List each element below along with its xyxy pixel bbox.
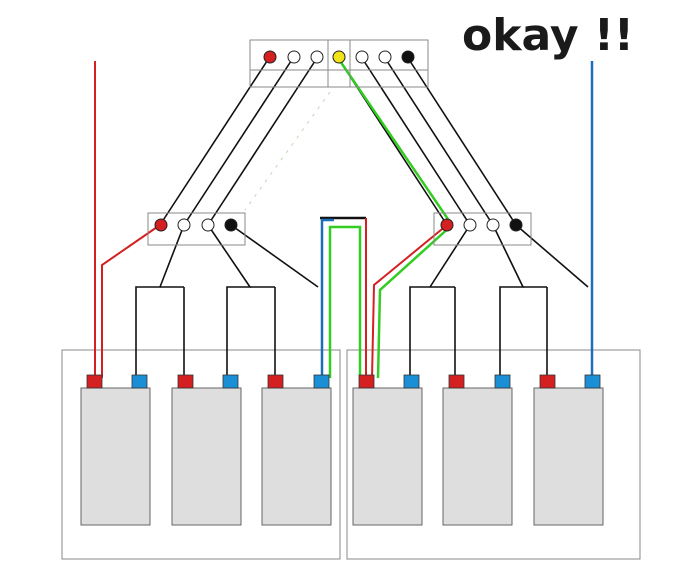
terminal-red <box>539 374 556 389</box>
battery-cell <box>80 387 151 526</box>
blue-wire <box>320 218 334 378</box>
black-wire <box>183 57 294 226</box>
terminal-blue <box>222 374 239 389</box>
terminal-blue <box>494 374 511 389</box>
black-wires <box>135 57 589 378</box>
black-wire <box>159 57 270 226</box>
right-connector-pin-white <box>486 218 500 232</box>
terminal-blue <box>313 374 330 389</box>
terminal-blue <box>584 374 601 389</box>
battery-cell <box>352 387 423 526</box>
black-wire <box>492 224 525 378</box>
terminal-red <box>358 374 375 389</box>
green-wire <box>336 57 454 379</box>
blue-wires <box>320 61 594 378</box>
left-connector-pin-white <box>177 218 191 232</box>
battery-cell <box>533 387 604 526</box>
black-wire <box>409 224 471 378</box>
top-connector-pin-black <box>401 50 415 64</box>
terminal-blue <box>131 374 148 389</box>
red-wire <box>371 224 448 379</box>
top-connector-pin-white <box>378 50 392 64</box>
left-connector <box>147 212 246 246</box>
black-wire <box>207 224 252 378</box>
top-connector <box>249 39 429 88</box>
green-wires <box>328 57 454 379</box>
red-wire <box>101 224 161 378</box>
black-wire <box>515 224 589 288</box>
black-wire <box>384 57 494 226</box>
right-connector-pin-white <box>463 218 477 232</box>
right-connector-pin-black <box>509 218 523 232</box>
battery-pack-left-housing <box>61 349 341 560</box>
terminal-red <box>177 374 194 389</box>
battery-pack-right-housing <box>346 349 641 560</box>
right-connector-housing <box>433 212 532 246</box>
top-connector-pin-white <box>287 50 301 64</box>
black-wire <box>207 57 318 226</box>
title-text: okay !! <box>462 10 634 61</box>
terminal-red <box>267 374 284 389</box>
top-connector-pin-red <box>263 50 277 64</box>
right-connector <box>433 212 532 246</box>
top-connector-housing <box>249 39 429 88</box>
green-wire <box>328 225 362 378</box>
left-connector-housing <box>147 212 246 246</box>
battery-cells <box>80 387 604 526</box>
terminal-blue <box>403 374 420 389</box>
top-connector-pin-yellow <box>332 50 346 64</box>
black-wire <box>361 57 471 226</box>
top-connector-pin-white <box>310 50 324 64</box>
left-connector-pin-red <box>154 218 168 232</box>
terminal-red <box>86 374 103 389</box>
battery-terminals <box>86 374 601 389</box>
black-wire <box>135 224 185 378</box>
battery-cell <box>442 387 513 526</box>
top-connector-pin-white <box>355 50 369 64</box>
faint-trace <box>244 91 331 211</box>
right-connector-pin-red <box>440 218 454 232</box>
battery-cell <box>171 387 242 526</box>
red-wires <box>94 61 448 379</box>
terminal-red <box>448 374 465 389</box>
black-wire <box>407 57 517 226</box>
left-connector-pin-white <box>201 218 215 232</box>
battery-cell <box>261 387 332 526</box>
left-connector-pin-black <box>224 218 238 232</box>
